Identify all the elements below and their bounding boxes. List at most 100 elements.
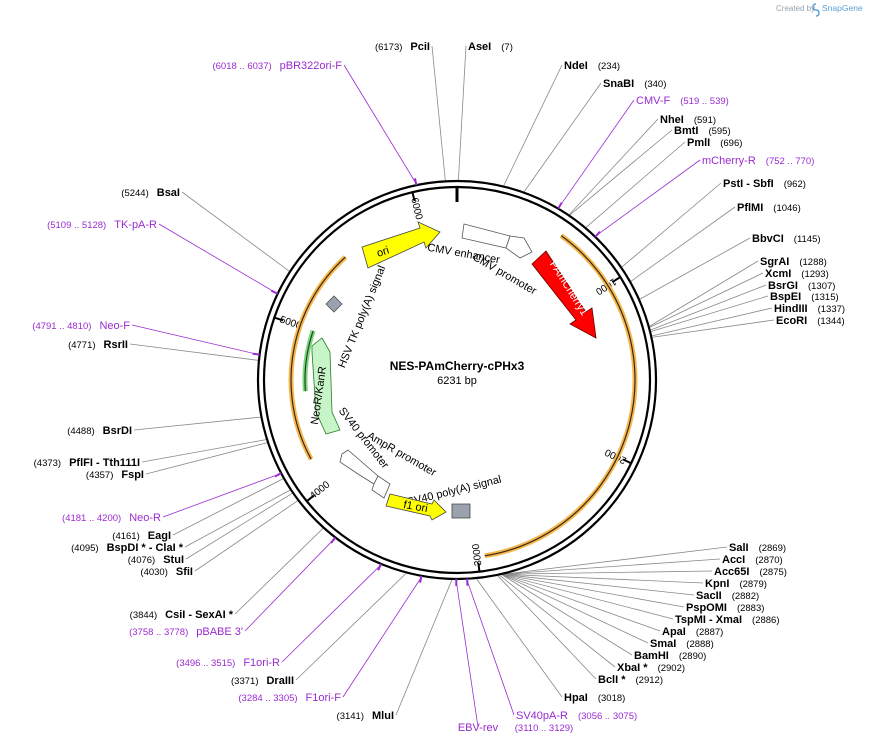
enzyme-name: PspOMI: [686, 602, 727, 614]
enzyme-draiii[interactable]: DraIII(3371): [231, 675, 294, 687]
enzyme-name: AccI: [722, 554, 745, 566]
enzyme-ndei[interactable]: NdeI(234): [564, 60, 620, 72]
primer-cmv-f[interactable]: CMV-F(519 .. 539): [636, 95, 729, 107]
enzyme-name: KpnI: [705, 578, 729, 590]
enzyme-sali[interactable]: SalI (2869): [729, 542, 786, 554]
enzyme-mlui[interactable]: MluI(3141): [337, 710, 394, 722]
primer-pbr322ori-f[interactable]: pBR322ori-F(6018 .. 6037): [212, 60, 342, 72]
enzyme-leader-line: [458, 45, 467, 181]
primer-f1ori-r[interactable]: F1ori-R(3496 .. 3515): [176, 657, 280, 669]
enzyme-name: AseI: [468, 41, 491, 53]
enzyme-apai[interactable]: ApaI(2887): [662, 626, 723, 638]
enzyme-leader-line: [650, 284, 767, 331]
enzyme-tspmi-xmai[interactable]: TspMI - XmaI(2886): [675, 614, 780, 626]
enzyme-pmli[interactable]: PmlI(696): [687, 137, 742, 149]
enzyme-leader-line: [639, 237, 751, 300]
enzyme-bsai[interactable]: BsaI(5244): [121, 187, 180, 199]
enzyme-leader-line: [497, 575, 597, 680]
primer-position: (3284 .. 3305): [238, 693, 297, 704]
enzyme-bcli[interactable]: BclI *(2912): [598, 674, 663, 686]
primer-f1ori-f[interactable]: F1ori-F (3284 .. 3305): [238, 692, 341, 704]
enzyme-sgrai[interactable]: SgrAI(1288): [760, 256, 827, 268]
enzyme-position: (1145): [794, 234, 821, 245]
enzyme-kpni[interactable]: KpnI(2879): [705, 578, 767, 590]
enzyme-position: (2869): [759, 543, 786, 554]
enzyme-bspdi-clai[interactable]: BspDI * - ClaI *(4095): [71, 542, 184, 554]
f1-ori-arrow[interactable]: [385, 493, 447, 521]
enzyme-bspei[interactable]: BspEI(1315): [770, 291, 839, 303]
tick-mark: [306, 494, 315, 502]
enzyme-nhei[interactable]: NheI(591): [660, 114, 716, 126]
enzyme-csii-sexai[interactable]: CsiI - SexAI *(3844): [130, 609, 234, 621]
enzyme-pflfi-tth111i[interactable]: PflFI - Tth111I(4373): [34, 457, 140, 469]
enzyme-bbvci[interactable]: BbvCI(1145): [752, 233, 821, 245]
primer-mcherry-r[interactable]: mCherry-R(752 .. 770): [702, 155, 814, 167]
enzyme-position: (7): [501, 42, 513, 53]
enzyme-psti-sbfi[interactable]: PstI - SbfI (962): [723, 178, 806, 190]
enzyme-snabi[interactable]: SnaBI(340): [603, 78, 666, 90]
enzyme-bamhi[interactable]: BamHI(2890): [634, 650, 706, 662]
pamcherry-arrow[interactable]: [531, 250, 597, 339]
enzyme-bmti[interactable]: BmtI(595): [674, 125, 731, 137]
primer-pbabe-3[interactable]: pBABE 3'(3758 .. 3778): [129, 626, 243, 638]
enzyme-asei[interactable]: AseI (7): [468, 41, 513, 53]
enzyme-leader-line: [181, 191, 290, 272]
orf-arc-hsv-line: [293, 256, 346, 351]
enzyme-position: (2888): [686, 639, 713, 650]
enzyme-smai[interactable]: SmaI(2888): [650, 638, 714, 650]
orf-arcs: [288, 233, 638, 559]
enzyme-pcii[interactable]: PciI(6173): [375, 41, 430, 53]
enzyme-name: CsiI - SexAI *: [165, 609, 234, 621]
enzyme-name: PstI - SbfI: [723, 178, 774, 190]
primer-neo-f[interactable]: Neo-F(4791 .. 4810): [32, 320, 130, 332]
enzyme-acc65i[interactable]: Acc65I(2875): [714, 566, 787, 578]
enzyme-name: RsrII: [104, 339, 128, 351]
enzyme-bsrgi[interactable]: BsrGI(1307): [768, 280, 835, 292]
hsv-tk-polya-box[interactable]: [325, 295, 343, 313]
ori-arrow[interactable]: [361, 221, 441, 269]
enzyme-fspi[interactable]: FspI(4357): [86, 469, 144, 481]
enzyme-rsrii[interactable]: RsrII(4771): [68, 339, 128, 351]
neokan-arrow[interactable]: [311, 337, 341, 435]
enzyme-ecori[interactable]: EcoRI(1344): [776, 315, 845, 327]
enzyme-leader-line: [650, 295, 769, 332]
cmv-enhancer-arrow[interactable]: [461, 223, 511, 249]
tick-mark: [612, 276, 621, 283]
enzyme-name: EcoRI: [776, 315, 807, 327]
primer-ebv-rev[interactable]: EBV-rev(3110 .. 3129): [458, 722, 573, 734]
enzyme-sfii[interactable]: SfiI(4030): [140, 566, 193, 578]
enzyme-position: (2902): [658, 663, 685, 674]
primer-position: (3110 .. 3129): [515, 723, 573, 734]
enzyme-position: (6173): [375, 42, 402, 53]
sv40-polya-box[interactable]: [451, 503, 471, 519]
enzyme-stui[interactable]: StuI(4076): [128, 554, 184, 566]
enzyme-name: BamHI: [634, 650, 669, 662]
enzyme-name: SalI: [729, 542, 749, 554]
enzyme-bsrdi[interactable]: BsrDI(4488): [67, 425, 132, 437]
enzyme-xbai[interactable]: XbaI *(2902): [617, 662, 685, 674]
enzyme-position: (3141): [337, 711, 364, 722]
ampr-promoter-arrow[interactable]: [371, 475, 391, 499]
primer-position: (6018 .. 6037): [212, 61, 271, 72]
enzyme-leader-line: [395, 579, 453, 716]
enzyme-hindiii[interactable]: HindIII(1337): [774, 303, 845, 315]
enzyme-sacii[interactable]: SacII(2882): [696, 590, 759, 602]
enzyme-xcmi[interactable]: XcmI(1293): [765, 268, 829, 280]
primer-tk-pa-r[interactable]: TK-pA-R(5109 .. 5128): [47, 219, 157, 231]
enzyme-pflmi[interactable]: PflMI(1046): [737, 202, 801, 214]
tick-mark: [477, 562, 481, 572]
enzyme-pspomi[interactable]: PspOMI(2883): [686, 602, 764, 614]
enzyme-name: NdeI: [564, 60, 588, 72]
primer-leader-line: [455, 580, 479, 728]
ori-label: ori: [375, 244, 390, 259]
enzyme-hpai[interactable]: HpaI(3018): [564, 692, 625, 704]
backbone-outer-strand: [256, 179, 658, 581]
enzyme-leader-line: [503, 574, 685, 608]
enzyme-eagi[interactable]: EagI(4161): [112, 530, 171, 542]
enzyme-acci[interactable]: AccI(2870): [722, 554, 783, 566]
cmv-promoter-arrow[interactable]: [505, 235, 533, 259]
primer-neo-r[interactable]: Neo-R(4181 .. 4200): [62, 512, 161, 524]
enzyme-position: (962): [784, 179, 806, 190]
primer-name: F1ori-F: [306, 692, 342, 704]
primer-sv40pa-r[interactable]: SV40pA-R(3056 .. 3075): [516, 710, 637, 722]
